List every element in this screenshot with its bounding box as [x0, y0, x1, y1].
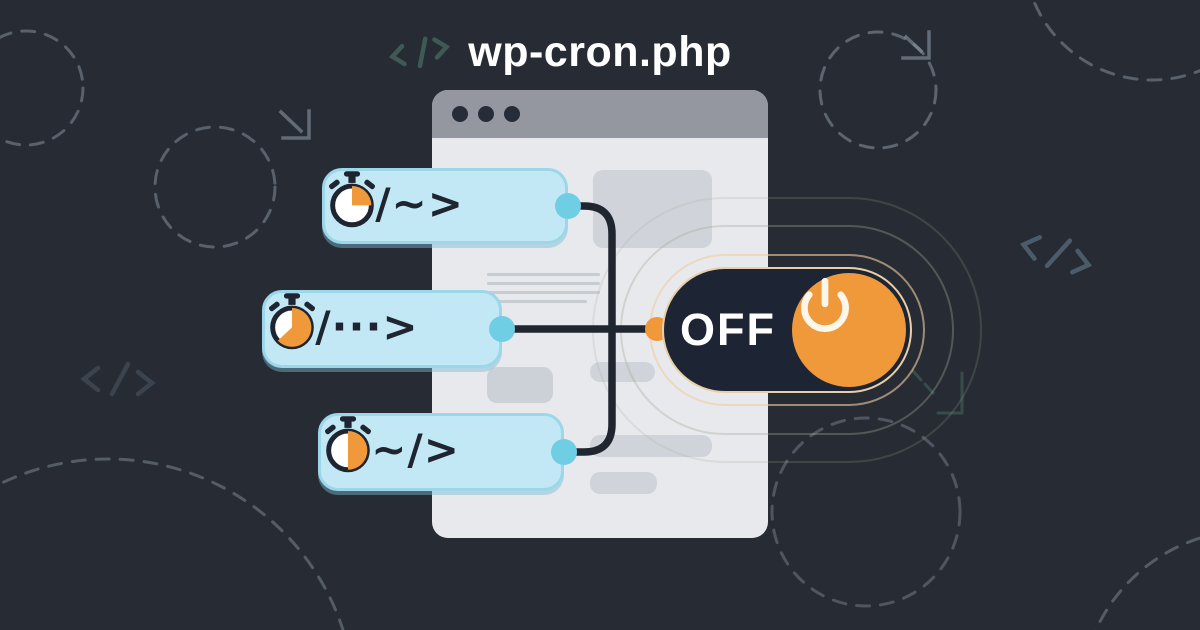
content-placeholder-block: [590, 362, 655, 382]
connector-node-dot: [489, 316, 515, 342]
arrow-corner-icon: [278, 109, 311, 140]
stopwatch-icon: [324, 416, 372, 473]
power-icon: [801, 277, 849, 332]
content-placeholder-line: [487, 291, 600, 294]
dashed-circle: [0, 29, 85, 147]
window-control-dot: [504, 106, 520, 122]
code-tag-icon: [80, 361, 156, 397]
dashed-circle: [0, 457, 345, 630]
stopwatch-icon: [268, 293, 316, 350]
window-control-dot: [452, 106, 468, 122]
wp-cron-toggle[interactable]: OFF: [662, 267, 912, 393]
cron-job-pill-3: <~/>: [318, 413, 564, 491]
content-placeholder-block: [590, 435, 712, 457]
content-placeholder-block: [487, 367, 553, 403]
connector-node-dot: [555, 193, 581, 219]
page-title: wp-cron.php: [468, 28, 732, 76]
stopwatch-icon: [328, 171, 376, 228]
toggle-state-label: OFF: [680, 304, 776, 355]
content-placeholder-line: [487, 300, 587, 303]
window-control-dot: [478, 106, 494, 122]
dashed-circle: [153, 125, 277, 249]
timer-wedge: [352, 186, 372, 206]
code-tag-icon: [388, 36, 451, 69]
dashed-circle: [770, 416, 962, 608]
content-placeholder-line: [487, 282, 600, 285]
arrow-corner-icon: [911, 369, 964, 415]
power-button[interactable]: [792, 273, 906, 387]
cron-job-pill-2: </···>: [262, 290, 502, 368]
connector-node-dot: [551, 439, 577, 465]
window-titlebar: [432, 90, 768, 138]
code-tag-icon: [1019, 235, 1093, 275]
timer-wedge: [277, 308, 312, 347]
dashed-circle: [1031, 0, 1200, 82]
timer-wedge: [348, 431, 368, 470]
cron-job-pill-1: </~>: [322, 168, 568, 244]
arrow-corner-icon: [901, 30, 931, 60]
content-placeholder-line: [487, 273, 600, 276]
content-placeholder-block: [590, 472, 657, 494]
dashed-circle: [818, 30, 938, 150]
